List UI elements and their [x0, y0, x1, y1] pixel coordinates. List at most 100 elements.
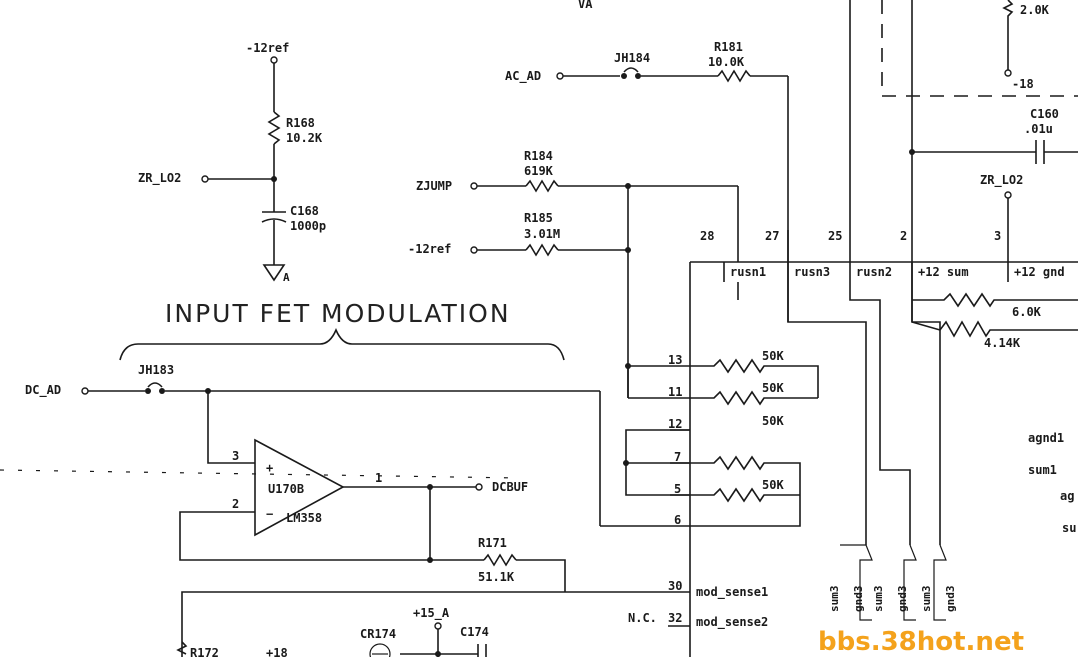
connector-sum3-gnd3: sum3 gnd3 [920, 544, 957, 621]
connector-label: gnd3 [852, 586, 865, 613]
pin-number: 3 [232, 449, 239, 463]
opamp-minus-sign: − [266, 507, 273, 521]
header-label: rusn1 [730, 265, 766, 279]
junction-dot [427, 484, 433, 490]
resistor-value: 50K [762, 478, 784, 492]
junction-dot [909, 149, 915, 155]
resistor-r168 [267, 111, 281, 145]
resistor-r172 [176, 641, 188, 655]
header-label: +12 gnd [1014, 265, 1065, 279]
pin-number: 30 [668, 579, 682, 593]
pin-number: 5 [674, 482, 681, 496]
net-label-dcbuf: DCBUF [492, 480, 528, 494]
resistor-6k [912, 292, 1078, 308]
r181-ref: R181 [714, 40, 743, 54]
pin-number: 13 [668, 353, 682, 367]
opamp-plus-sign: + [266, 461, 273, 475]
net-label-ac-ad: AC_AD [505, 69, 541, 84]
pin-number: 28 [700, 229, 714, 243]
ground-label: A [283, 271, 290, 284]
u170b-ref: U170B [268, 482, 304, 496]
capacitor-c168-plate [261, 218, 287, 223]
pin-number: 27 [765, 229, 779, 243]
r184-value: 619K [524, 164, 554, 178]
connector-label: sum3 [828, 586, 841, 613]
jh184-ref: JH184 [614, 51, 650, 65]
c160-ref: C160 [1030, 107, 1059, 121]
r171-ref: R171 [478, 536, 507, 550]
wire [207, 391, 255, 464]
resistor-50k [690, 358, 819, 398]
right-label: su [1062, 521, 1076, 535]
resistor-r185 [525, 243, 559, 257]
resistor-value: 50K [762, 349, 784, 363]
pin-label-mod-sense2: mod_sense2 [696, 615, 768, 630]
header-label: +12 sum [918, 265, 969, 279]
right-label: sum1 [1028, 463, 1057, 477]
r-6k-value: 6.0K [1012, 305, 1042, 319]
r185-value: 3.01M [524, 227, 560, 241]
jumper-jh183 [147, 382, 163, 388]
pin-number: 25 [828, 229, 842, 243]
terminal-zjump [470, 182, 478, 190]
right-label: agnd1 [1028, 431, 1064, 445]
pin-label-mod-sense1: mod_sense1 [696, 585, 768, 600]
jumper-pin [635, 73, 641, 79]
internal-trace [849, 282, 911, 545]
faint-dashed-line [0, 469, 521, 479]
net-label-zjump: ZJUMP [416, 179, 452, 193]
net-label-dc-ad: DC_AD [25, 383, 61, 398]
net-label-zr-lo2-left: ZR_LO2 [138, 171, 181, 186]
resistor-r171 [483, 553, 517, 567]
pin-number: 1 [375, 471, 382, 485]
jumper-jh184 [623, 67, 639, 73]
net-label-neg12ref-top: -12ref [246, 41, 289, 55]
right-label: ag [1060, 489, 1074, 503]
terminal-neg12ref [470, 246, 478, 254]
r171-value: 51.1K [478, 570, 515, 584]
pin-number: 11 [668, 385, 682, 399]
terminal-plus15a [434, 622, 442, 630]
pin-number: 6 [674, 513, 681, 527]
internal-trace [787, 282, 867, 545]
resistor-2k [1002, 0, 1014, 70]
net-label-plus15a: +15_A [413, 606, 450, 621]
r168-ref: R168 [286, 116, 315, 130]
jumper-pin [159, 388, 165, 394]
u170b-part: LM358 [286, 511, 322, 525]
wire [181, 591, 565, 657]
resistor-value: 50K [762, 414, 784, 428]
header-label: rusn3 [794, 265, 830, 279]
internal-trace [911, 282, 941, 545]
connector-label: gnd3 [896, 586, 909, 613]
resistor-value: 50K [762, 381, 784, 395]
resistor-r184 [525, 179, 559, 193]
feedback-wire [179, 487, 431, 561]
net-label-va: VA [578, 0, 593, 11]
resistor-50k [690, 390, 818, 406]
nc-label: N.C. [628, 611, 657, 625]
ground-icon [262, 264, 286, 282]
r-2k-value: 2.0K [1020, 3, 1050, 17]
connector-label: sum3 [920, 586, 933, 613]
pin-number: 3 [994, 229, 1001, 243]
cr174-ref: CR174 [360, 627, 396, 641]
terminal-neg18 [1004, 69, 1012, 77]
r-414k-value: 4.14K [984, 336, 1021, 350]
c168-ref: C168 [290, 204, 319, 218]
jh183-ref: JH183 [138, 363, 174, 377]
r168-value: 10.2K [286, 131, 323, 145]
terminal-zr-lo2 [201, 175, 209, 183]
net-label-plus18: +18 [266, 646, 288, 657]
jumper-pin [621, 73, 627, 79]
terminal-zr-lo2-right [1004, 191, 1012, 199]
resistor-414k [911, 320, 1078, 338]
r185-ref: R185 [524, 211, 553, 225]
net-label-neg18: -18 [1012, 77, 1034, 91]
opamp-u170b [254, 438, 345, 537]
r184-ref: R184 [524, 149, 553, 163]
pin-number: 2 [900, 229, 907, 243]
resistor-50k [690, 487, 800, 503]
connector-sum3-gnd3: sum3 gnd3 [828, 544, 873, 621]
